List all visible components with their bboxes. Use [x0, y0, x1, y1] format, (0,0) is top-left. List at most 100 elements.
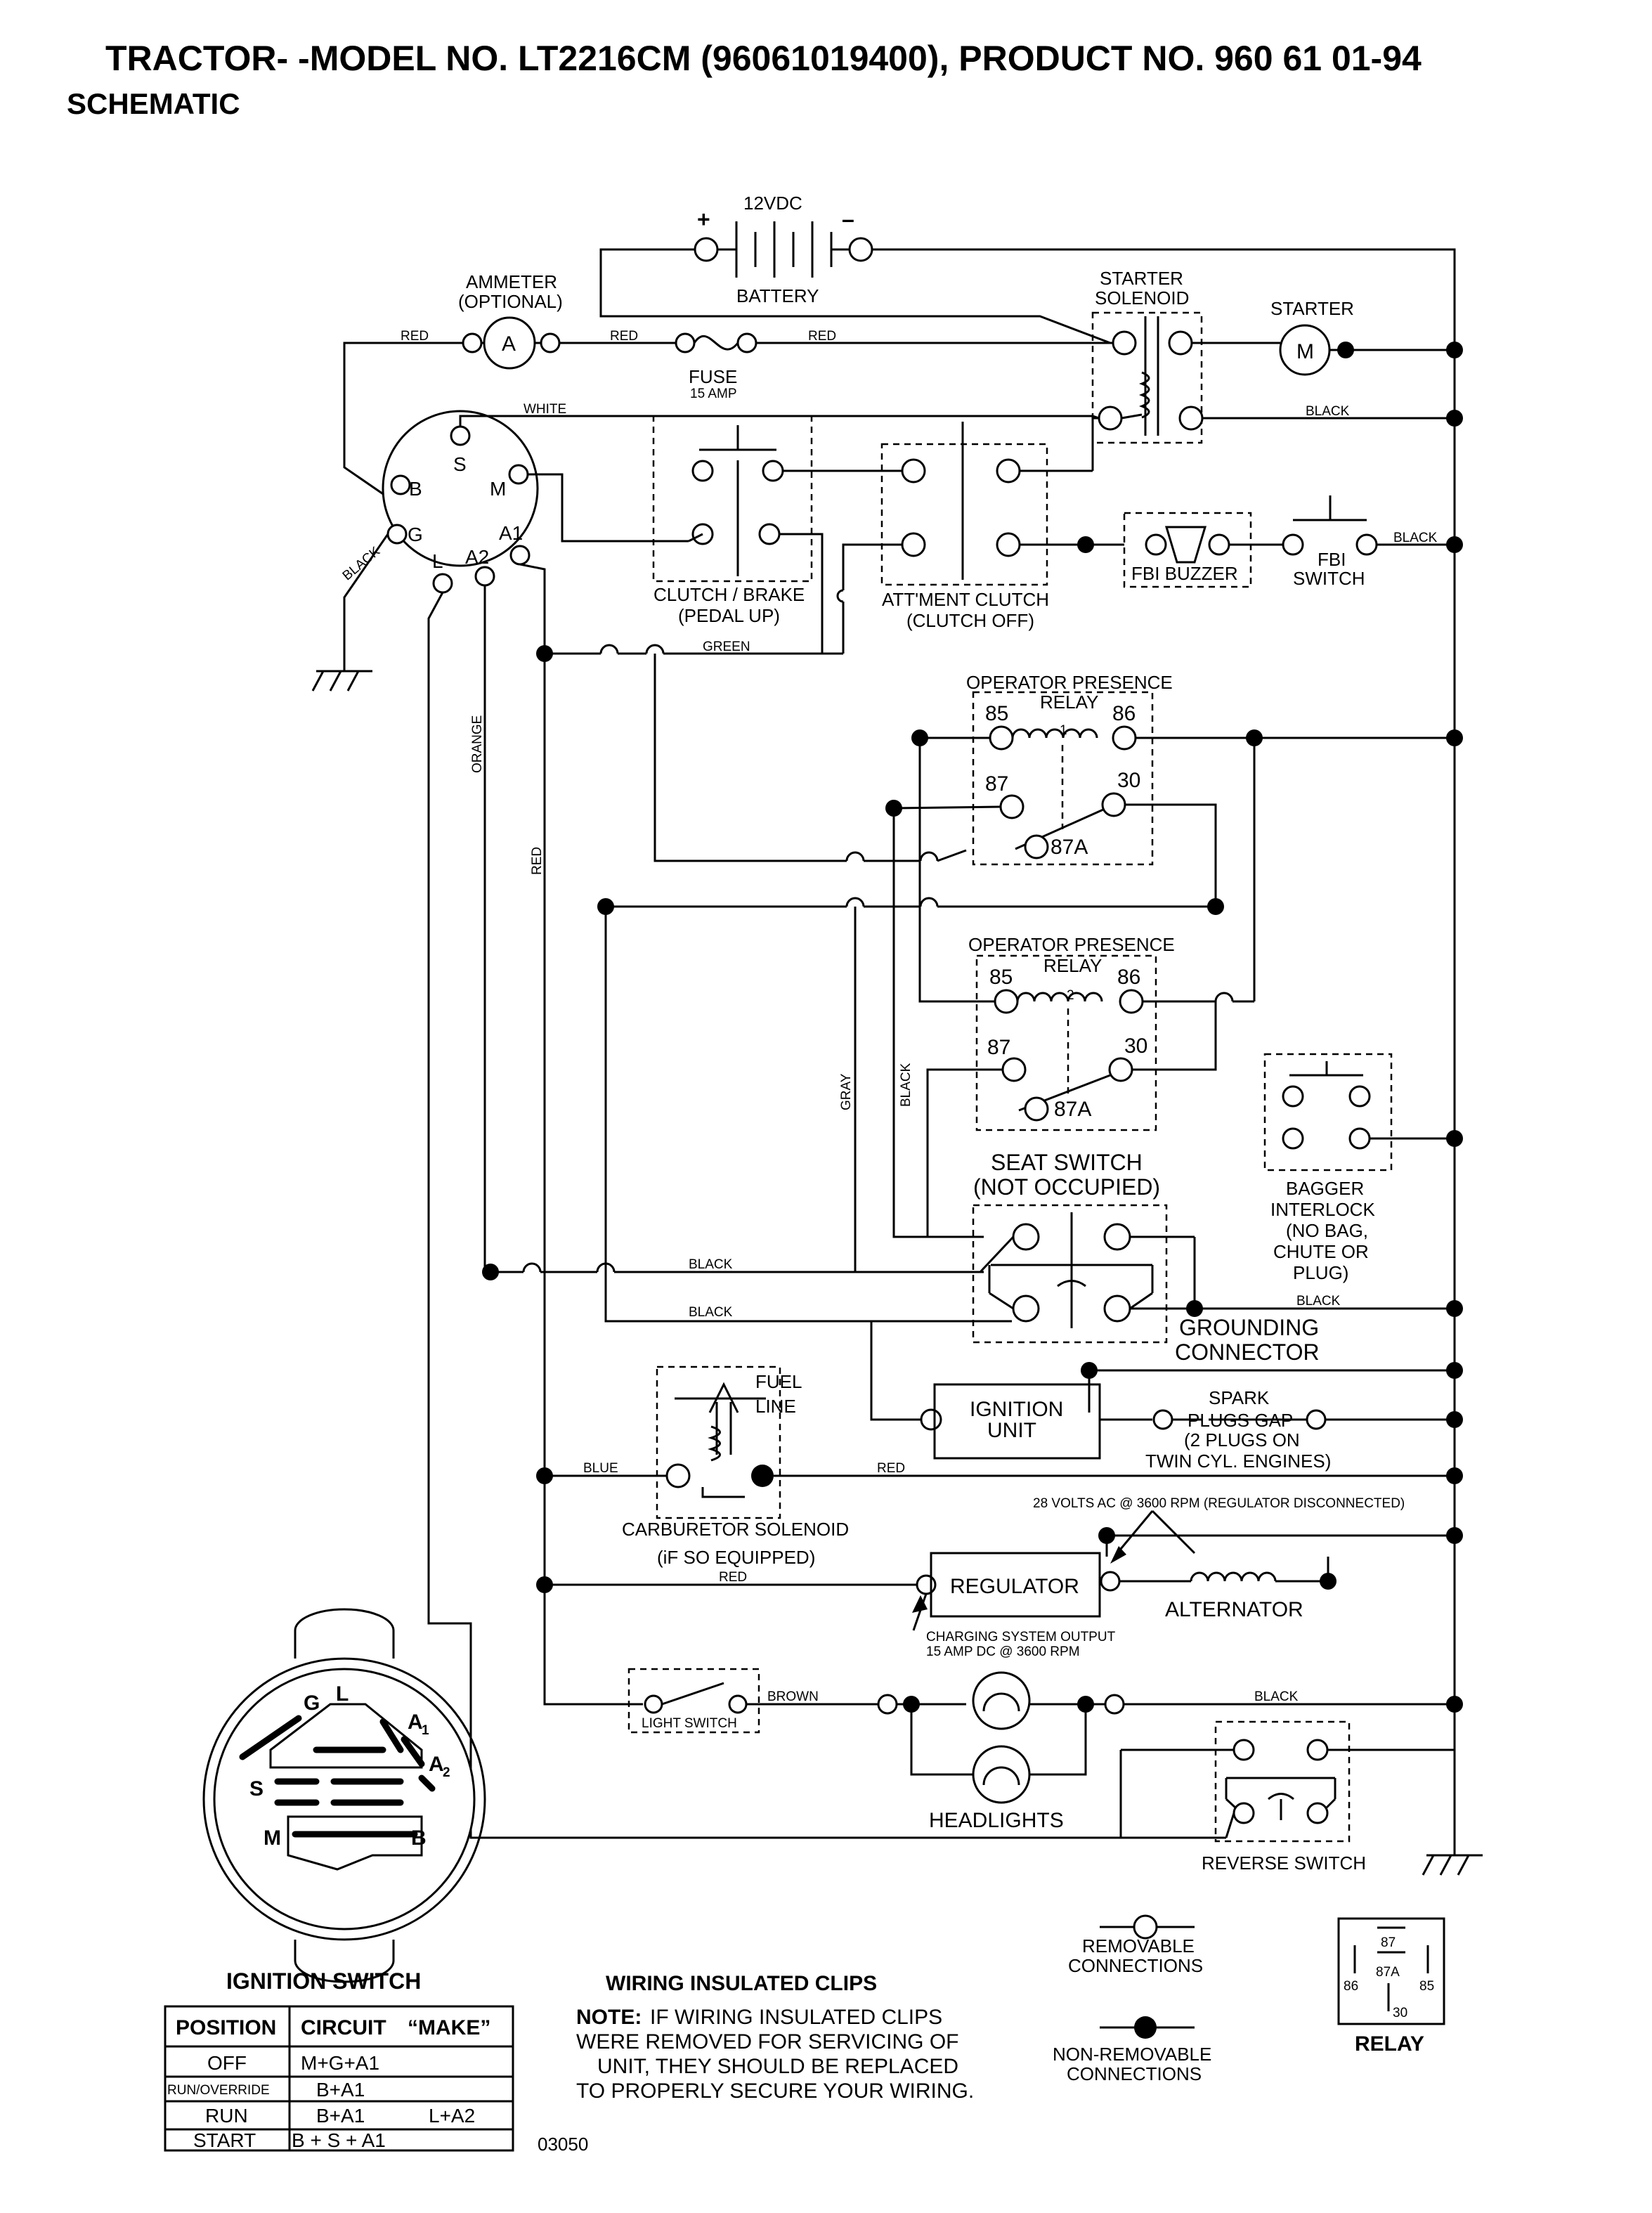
- svg-text:AMMETER: AMMETER: [466, 271, 557, 292]
- svg-text:B + S + A1: B + S + A1: [292, 2129, 386, 2151]
- svg-text:SWITCH: SWITCH: [1293, 568, 1365, 589]
- svg-text:S: S: [453, 453, 467, 475]
- svg-text:B+A1: B+A1: [316, 2079, 365, 2101]
- svg-text:CONNECTIONS: CONNECTIONS: [1067, 2063, 1202, 2084]
- svg-text:TWIN CYL. ENGINES): TWIN CYL. ENGINES): [1145, 1451, 1331, 1472]
- svg-text:30: 30: [1393, 2006, 1407, 2020]
- operator-presence-relay-1: OPERATOR PRESENCE RELAY 85 86 1 87 30 87…: [966, 672, 1173, 866]
- ignition-switch-connector: S B M G L A2 A1: [382, 410, 539, 594]
- bagger-interlock: BAGGER INTERLOCK (NO BAG, CHUTE OR PLUG): [1263, 1053, 1393, 1283]
- svg-text:87A: 87A: [1054, 1098, 1091, 1121]
- svg-text:G: G: [408, 524, 423, 545]
- svg-text:WIRING INSULATED CLIPS: WIRING INSULATED CLIPS: [606, 1972, 877, 1995]
- svg-text:RELAY: RELAY: [1043, 955, 1102, 976]
- regulator: REGULATOR: [930, 1552, 1101, 1618]
- svg-text:IGNITION SWITCH: IGNITION SWITCH: [226, 1968, 421, 1994]
- svg-text:CHARGING SYSTEM OUTPUT: CHARGING SYSTEM OUTPUT: [926, 1630, 1116, 1644]
- svg-text:RED: RED: [610, 329, 638, 344]
- svg-text:(iF SO EQUIPPED): (iF SO EQUIPPED): [657, 1547, 815, 1568]
- svg-text:BLACK: BLACK: [1254, 1689, 1299, 1704]
- svg-text:S: S: [249, 1777, 264, 1800]
- ignition-switch-face: G L A 1 A 2 S M B: [202, 1608, 486, 1983]
- svg-text:(NOT OCCUPIED): (NOT OCCUPIED): [973, 1174, 1160, 1200]
- svg-text:RED: RED: [401, 329, 429, 344]
- svg-text:86: 86: [1117, 966, 1140, 989]
- svg-text:(OPTIONAL): (OPTIONAL): [458, 291, 563, 312]
- svg-text:RUN/OVERRIDE: RUN/OVERRIDE: [167, 2083, 270, 2098]
- svg-text:CARBURETOR SOLENOID: CARBURETOR SOLENOID: [622, 1519, 849, 1540]
- svg-text:OPERATOR PRESENCE: OPERATOR PRESENCE: [966, 672, 1173, 693]
- svg-text:BLACK: BLACK: [1306, 404, 1350, 419]
- svg-text:BLACK: BLACK: [1296, 1294, 1341, 1309]
- svg-text:ORANGE: ORANGE: [470, 715, 485, 773]
- svg-text:87: 87: [1381, 1935, 1396, 1950]
- svg-text:BROWN: BROWN: [767, 1689, 819, 1704]
- attachment-clutch-switch: ATT'MENT CLUTCH (CLUTCH OFF): [880, 422, 1049, 631]
- spark-plugs: SPARK PLUGS GAP (2 PLUGS ON TWIN CYL. EN…: [1145, 1387, 1331, 1472]
- svg-text:86: 86: [1112, 702, 1136, 725]
- svg-text:85: 85: [985, 702, 1008, 725]
- svg-text:OFF: OFF: [207, 2052, 247, 2074]
- battery: 12VDC + – BATTERY: [694, 193, 873, 306]
- svg-text:87A: 87A: [1051, 836, 1088, 859]
- svg-text:HEADLIGHTS: HEADLIGHTS: [929, 1809, 1064, 1832]
- svg-text:15 AMP: 15 AMP: [690, 387, 737, 401]
- svg-text:B: B: [411, 1826, 427, 1850]
- svg-text:L: L: [336, 1682, 349, 1706]
- svg-text:NOTE:: NOTE:: [576, 2006, 642, 2029]
- fbi-buzzer: FBI BUZZER: [1123, 512, 1252, 588]
- svg-text:CLUTCH / BRAKE: CLUTCH / BRAKE: [653, 584, 805, 605]
- svg-text:+: +: [697, 207, 710, 232]
- svg-text:“MAKE”: “MAKE”: [408, 2016, 490, 2039]
- svg-text:GRAY: GRAY: [839, 1073, 854, 1110]
- fuse: FUSE 15 AMP: [675, 332, 757, 401]
- svg-text:1: 1: [1060, 723, 1067, 738]
- svg-text:28 VOLTS AC @ 3600 RPM (REGULA: 28 VOLTS AC @ 3600 RPM (REGULATOR DISCON…: [1033, 1496, 1405, 1511]
- svg-text:SOLENOID: SOLENOID: [1095, 287, 1189, 309]
- grounding-connector-label: GROUNDING: [1179, 1315, 1319, 1340]
- seat-switch: SEAT SWITCH (NOT OCCUPIED): [972, 1150, 1168, 1344]
- svg-text:12VDC: 12VDC: [743, 193, 802, 214]
- svg-text:INTERLOCK: INTERLOCK: [1270, 1199, 1375, 1220]
- svg-text:NON-REMOVABLE: NON-REMOVABLE: [1053, 2044, 1211, 2065]
- svg-text:LIGHT SWITCH: LIGHT SWITCH: [642, 1716, 737, 1731]
- starter-motor: STARTER M: [1270, 298, 1354, 376]
- svg-text:M: M: [490, 478, 506, 500]
- svg-text:(2 PLUGS ON: (2 PLUGS ON: [1184, 1429, 1300, 1451]
- svg-text:BLACK: BLACK: [899, 1063, 913, 1107]
- svg-text:CHUTE OR: CHUTE OR: [1273, 1241, 1369, 1262]
- wiring-note: WIRING INSULATED CLIPS NOTE: IF WIRING I…: [538, 1972, 974, 2155]
- svg-text:BAGGER: BAGGER: [1286, 1178, 1364, 1199]
- svg-text:PLUGS GAP: PLUGS GAP: [1188, 1410, 1293, 1431]
- svg-text:1: 1: [422, 1723, 429, 1738]
- svg-text:STARTER: STARTER: [1270, 298, 1354, 319]
- svg-text:UNIT: UNIT: [987, 1419, 1036, 1442]
- svg-text:FBI: FBI: [1318, 549, 1346, 570]
- svg-text:A: A: [429, 1753, 444, 1776]
- svg-text:FBI BUZZER: FBI BUZZER: [1131, 563, 1238, 584]
- svg-text:RED: RED: [530, 847, 545, 875]
- svg-text:M: M: [264, 1826, 281, 1850]
- svg-text:L: L: [432, 550, 443, 572]
- svg-text:30: 30: [1117, 769, 1140, 792]
- starter-solenoid: STARTER SOLENOID: [1091, 268, 1204, 444]
- svg-text:BLUE: BLUE: [583, 1461, 618, 1476]
- svg-text:RED: RED: [877, 1461, 905, 1476]
- svg-text:POSITION: POSITION: [176, 2016, 276, 2039]
- svg-text:(CLUTCH OFF): (CLUTCH OFF): [906, 610, 1034, 631]
- svg-text:–: –: [842, 207, 854, 232]
- page-title: TRACTOR- -MODEL NO. LT2216CM (9606101940…: [105, 39, 1422, 78]
- svg-text:87: 87: [985, 772, 1008, 796]
- svg-text:A: A: [408, 1711, 423, 1734]
- svg-text:(NO BAG,: (NO BAG,: [1286, 1220, 1368, 1241]
- svg-text:OPERATOR PRESENCE: OPERATOR PRESENCE: [968, 934, 1175, 955]
- svg-text:CIRCUIT: CIRCUIT: [301, 2016, 386, 2039]
- svg-text:RED: RED: [808, 329, 836, 344]
- svg-text:BATTERY: BATTERY: [736, 285, 819, 306]
- svg-text:WHITE: WHITE: [523, 402, 566, 417]
- headlights: HEADLIGHTS: [929, 1671, 1064, 1832]
- fbi-switch: FBI SWITCH: [1282, 495, 1378, 589]
- svg-text:2: 2: [443, 1765, 450, 1780]
- svg-text:BLACK: BLACK: [340, 544, 383, 583]
